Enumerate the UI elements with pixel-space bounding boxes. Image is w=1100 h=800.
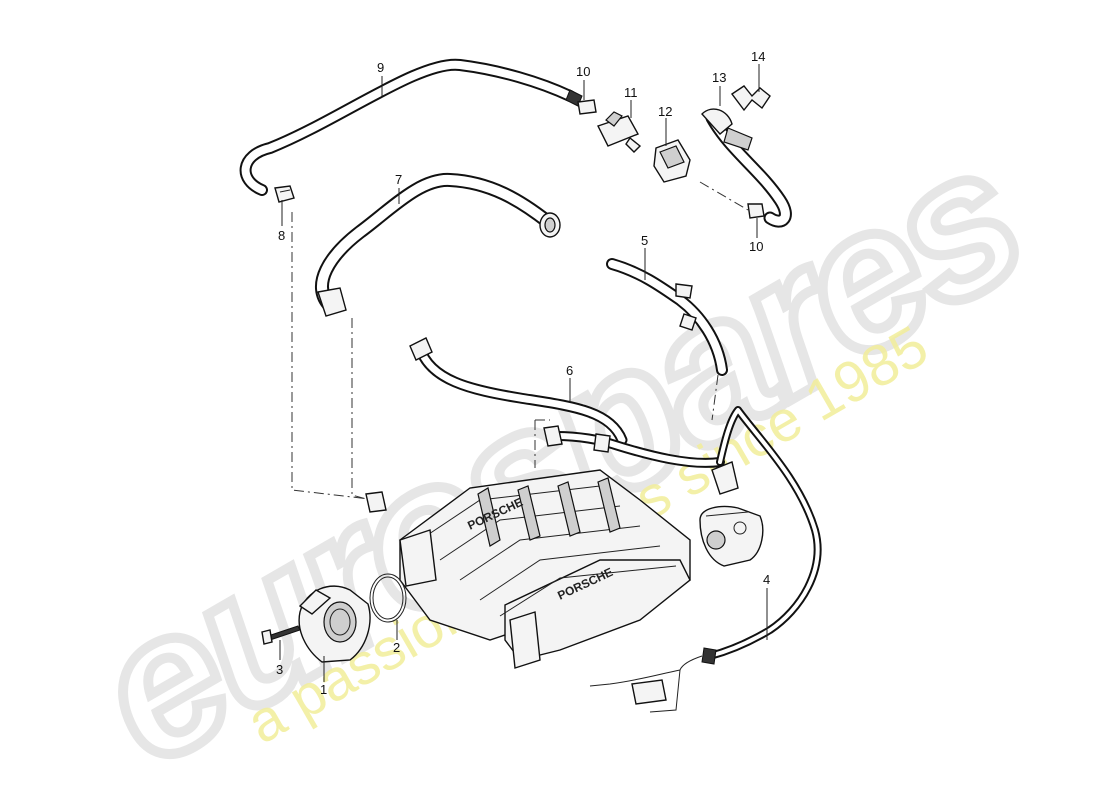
- callout-4: 4: [763, 572, 770, 587]
- clamp-8: [274, 185, 295, 203]
- callout-12: 12: [658, 104, 672, 119]
- callout-13: 13: [712, 70, 726, 85]
- vacuum-pump: [699, 505, 764, 567]
- hose-13: [701, 108, 792, 228]
- callout-2: 2: [393, 640, 400, 655]
- callouts: 9 10 11 12 13 14 10 8 7 5 6 4 2 3 1: [276, 49, 770, 697]
- hose-6: [409, 337, 725, 468]
- valve-11: [597, 111, 642, 153]
- callout-3: 3: [276, 662, 283, 677]
- clamp-10-right: [747, 203, 765, 219]
- callout-10-top: 10: [576, 64, 590, 79]
- leader-lines: [279, 64, 768, 682]
- callout-10-right: 10: [749, 239, 763, 254]
- hose-9: [239, 58, 583, 196]
- callout-8: 8: [278, 228, 285, 243]
- hose-4: [589, 406, 822, 713]
- watermark-brand: eurospares: [60, 105, 1053, 800]
- hose-7: [314, 172, 561, 317]
- callout-5: 5: [641, 233, 648, 248]
- assembly-lines: [291, 181, 749, 501]
- callout-7: 7: [395, 172, 402, 187]
- callout-6: 6: [566, 363, 573, 378]
- hose-5: [606, 258, 728, 376]
- callout-11: 11: [624, 85, 638, 100]
- seal-ring-2: [369, 573, 407, 623]
- callout-14: 14: [751, 49, 765, 64]
- watermark: eurospares a passion for parts since 198…: [55, 100, 1058, 800]
- intake-manifold: PORSCHE PORSCHE: [365, 469, 691, 669]
- connector-12: [653, 139, 691, 183]
- clip-14: [730, 85, 771, 112]
- throttle-body-1: [298, 585, 371, 663]
- callout-9: 9: [377, 60, 384, 75]
- clamp-10-top: [577, 99, 597, 115]
- callout-1: 1: [320, 682, 327, 697]
- bolt-3: [261, 625, 301, 645]
